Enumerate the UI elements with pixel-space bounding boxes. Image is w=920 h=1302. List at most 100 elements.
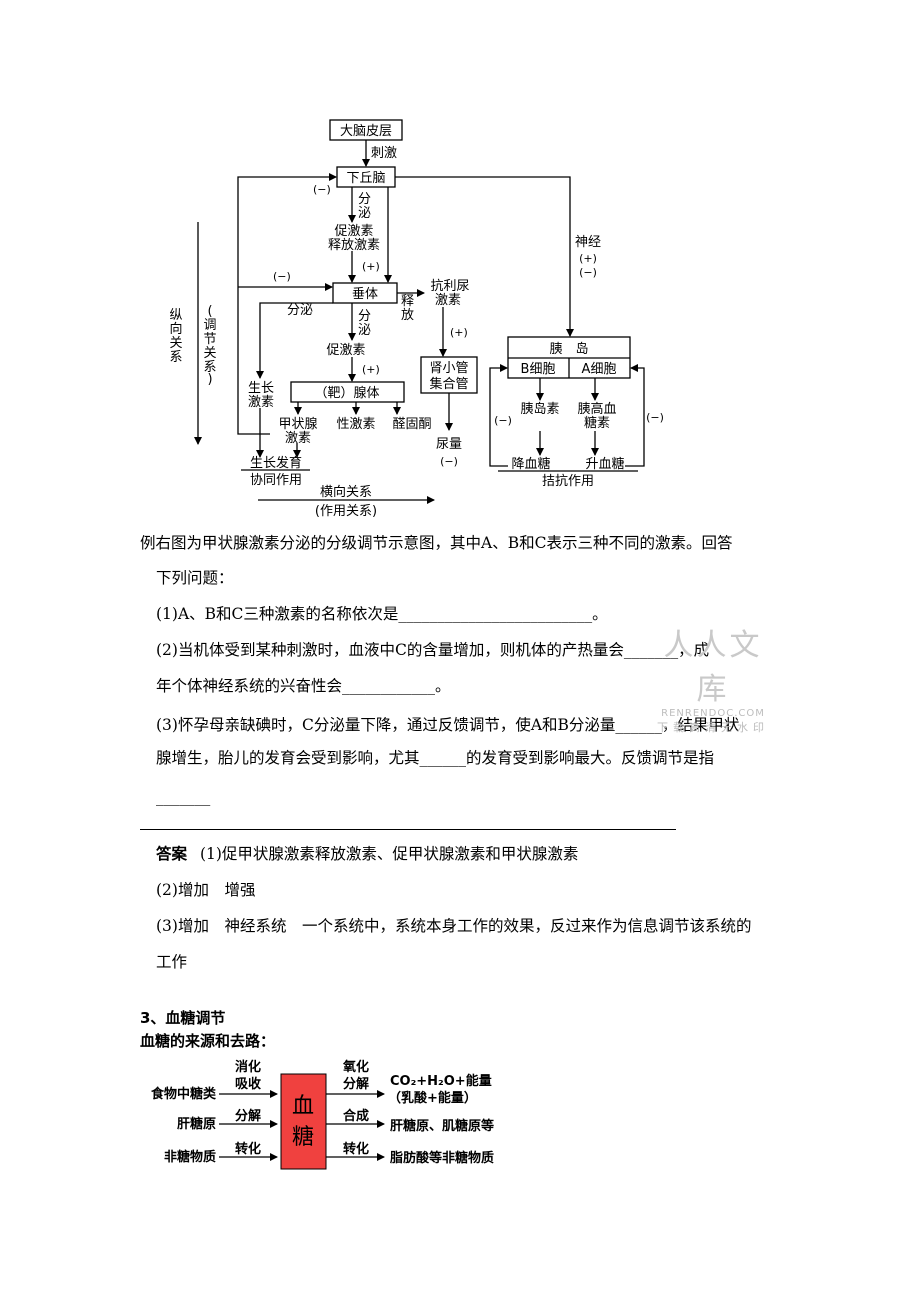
question-3a: (3)怀孕母亲缺碘时，C分泌量下降，通过反馈调节，使A和B分泌量______，结… [156, 716, 740, 734]
release-v2: 放 [401, 308, 414, 323]
adh-1: 抗利尿 [430, 279, 469, 294]
b-cell-label: B细胞 [521, 362, 556, 377]
svg-text:): ) [207, 372, 212, 387]
vertical-relation-label: 纵 向 关 系 [169, 308, 182, 365]
growth-label: 生长发育 [250, 455, 302, 471]
islet-neg-right: (−) [646, 411, 664, 424]
tropic-label: 促激素 [326, 343, 365, 358]
center-char-1: 血 [292, 1094, 314, 1119]
question-line-2: 下列问题： [156, 569, 234, 587]
a-cell-label: A细胞 [582, 362, 617, 377]
nerve-neg: (−) [579, 266, 597, 279]
hormone-regulation-diagram: 大脑皮层 刺激 下丘脑 (−) 分 泌 促激素 释放激素 (+) (−) 垂体 … [169, 119, 664, 519]
nerve-label: 神经 [575, 235, 601, 250]
urine-label: 尿量 [436, 437, 462, 452]
question-3b: 腺增生，胎儿的发育会受到影响，尤其______的发育受到影响最大。反馈调节是指 [156, 749, 715, 767]
release-hormone-1: 促激素 [334, 224, 373, 239]
svg-text:节: 节 [203, 332, 216, 347]
answer-3a: (3)增加 神经系统 一个系统中，系统本身工作的效果，反过来作为信息调节该系统的 [156, 917, 752, 935]
source-liver-glycogen: 肝糖原 [177, 1116, 216, 1132]
blood-sugar-diagram: 食物中糖类 肝糖原 非糖物质 消化 吸收 分解 转化 氧化 分解 合成 转化 C… [151, 1059, 494, 1170]
svg-text:向: 向 [169, 321, 182, 337]
hypothalamus-label: 下丘脑 [346, 171, 385, 186]
verb-oxidize: 氧化 [342, 1059, 369, 1075]
svg-text:调: 调 [203, 318, 216, 333]
raise-sugar-label: 升血糖 [585, 456, 624, 472]
kidney-1: 肾小管 [429, 361, 468, 376]
answer-line-1: 答案 (1)促甲状腺激素释放激素、促甲状腺激素和甲状腺激素 [156, 843, 578, 865]
neg-feedback-2: (−) [273, 270, 291, 283]
effect-relation-label: (作用关系) [315, 504, 377, 519]
svg-text:系: 系 [203, 360, 216, 375]
thyroid-2: 激素 [285, 431, 311, 446]
verb-oxidize-decompose: 分解 [343, 1076, 369, 1092]
regulate-relation-label: ( 调 节 关 系 ) [203, 304, 216, 387]
glucagon-1: 胰高血 [577, 401, 616, 417]
question-1: (1)A、B和C三种激素的名称依次是______________________… [156, 605, 608, 623]
neg-label-urine: (−) [440, 455, 458, 468]
answer-label: 答案 [156, 845, 188, 863]
horizontal-label: 横向关系 [320, 484, 372, 500]
dest-glycogen: 肝糖原、肌糖原等 [390, 1118, 494, 1134]
verb-synthesize: 合成 [343, 1108, 369, 1124]
question-3c: _______ [156, 788, 211, 806]
release-v1: 释 [401, 294, 414, 309]
svg-text:系: 系 [169, 350, 182, 365]
watermark: 人人文库 RENRENDOC.COM 下载高清无水印 [648, 620, 778, 735]
section-heading: 3、血糖调节 [140, 1009, 226, 1027]
pos-label-1: (+) [362, 260, 380, 273]
verb-convert-out: 转化 [343, 1141, 369, 1157]
blood-sugar-box [280, 1073, 327, 1170]
answer-2: (2)增加 增强 [156, 881, 256, 899]
question-2b: 年个体神经系统的兴奋性会____________。 [156, 677, 451, 695]
separator-line [140, 829, 676, 830]
verb-digest: 消化 [235, 1059, 261, 1075]
pos-label-3: (+) [362, 363, 380, 376]
adh-2: 激素 [435, 293, 461, 308]
svg-text:关: 关 [169, 336, 182, 351]
sex-hormone-label: 性激素 [336, 417, 375, 432]
secrete-label: 分泌 [287, 303, 313, 318]
lower-sugar-label: 降血糖 [511, 456, 550, 472]
center-char-2: 糖 [292, 1125, 314, 1150]
target-gland-label: （靶）腺体 [314, 386, 379, 401]
stimulus-label: 刺激 [371, 146, 397, 161]
watermark-title: 人人文库 [663, 628, 763, 707]
secrete-v2: 泌 [358, 206, 371, 221]
antagonism-label: 拮抗作用 [542, 474, 594, 489]
svg-text:纵: 纵 [169, 308, 182, 323]
synergy-label: 协同作用 [250, 473, 302, 488]
verb-absorb: 吸收 [235, 1076, 262, 1092]
secrete-v1: 分 [358, 192, 371, 207]
islet-label: 胰 岛 [549, 341, 588, 357]
answer-3b: 工作 [156, 953, 188, 971]
nerve-pos: (+) [579, 252, 597, 265]
cortex-label: 大脑皮层 [340, 124, 392, 139]
watermark-url: RENRENDOC.COM [661, 708, 765, 719]
question-line-1: 例右图为甲状腺激素分泌的分级调节示意图，其中A、B和C表示三种不同的激素。回答 [140, 534, 733, 552]
islet-neg-left: (−) [494, 414, 512, 427]
neg-feedback-1: (−) [313, 183, 331, 196]
question-2a: (2)当机体受到某种刺激时，血液中C的含量增加，则机体的产热量会_______，… [156, 641, 710, 659]
dest-lactic: （乳酸+能量） [388, 1090, 477, 1106]
release-hormone-2: 释放激素 [328, 238, 380, 253]
secrete-v1-b: 分 [358, 309, 371, 324]
source-food: 食物中糖类 [151, 1086, 217, 1102]
verb-convert-in: 转化 [235, 1141, 261, 1157]
glucagon-2: 糖素 [584, 415, 610, 431]
dest-energy: CO₂+H₂O+能量 [390, 1073, 492, 1089]
svg-text:关: 关 [203, 346, 216, 361]
aldosterone-label: 醛固酮 [392, 416, 431, 432]
pituitary-label: 垂体 [352, 287, 378, 302]
insulin-label: 胰岛素 [520, 401, 559, 417]
thyroid-1: 甲状腺 [278, 417, 317, 432]
kidney-2: 集合管 [429, 376, 468, 392]
gh-2: 激素 [248, 395, 274, 410]
verb-decompose: 分解 [235, 1108, 261, 1124]
svg-text:(: ( [207, 304, 212, 319]
dest-fatty-acid: 脂肪酸等非糖物质 [389, 1150, 494, 1166]
pos-label-2: (+) [450, 326, 468, 339]
section-subheading: 血糖的来源和去路： [140, 1032, 276, 1050]
secrete-v2-b: 泌 [358, 323, 371, 338]
gh-1: 生长 [248, 381, 274, 396]
